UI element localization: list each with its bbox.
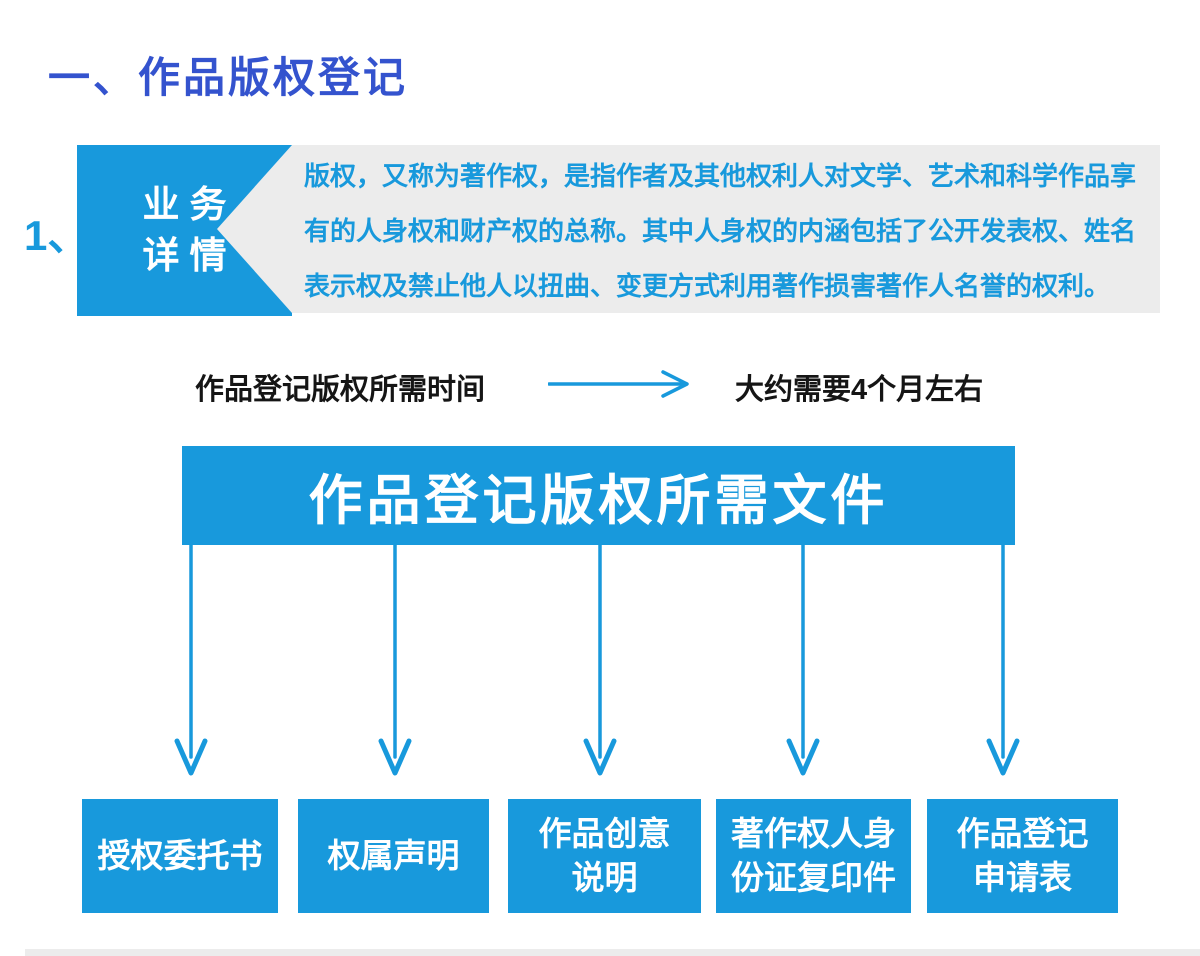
time-required-value: 大约需要4个月左右 [735,374,984,406]
business-label-line2: 详情 [142,234,237,276]
document-box-application-form: 作品登记 申请表 [927,799,1118,913]
document-box-label: 授权委托书 [97,837,263,874]
down-arrow-icon [986,545,1020,776]
business-label-line1: 业务 [142,183,237,225]
documents-header-text: 作品登记版权所需文件 [308,471,889,531]
document-box-label: 说明 [571,859,638,896]
right-arrow-icon [548,370,689,398]
description-line: 表示权及禁止他人以扭曲、变更方式利用著作损害著作人名誉的权利。 [304,271,1111,301]
down-arrow-icon [583,545,617,776]
description-line: 有的人身权和财产权的总称。其中人身权的内涵包括了公开发表权、姓名 [304,216,1137,246]
document-box-id-copy: 著作权人身 份证复印件 [716,799,911,913]
document-box-label: 作品登记 [956,815,1089,852]
down-arrow-icon [378,545,412,776]
time-required-label: 作品登记版权所需时间 [195,374,486,406]
document-box-label: 申请表 [973,859,1072,896]
document-box-label: 权属声明 [327,837,460,874]
document-box-creative-description: 作品创意 说明 [508,799,701,913]
down-arrow-icon [174,545,208,776]
documents-header-banner: 作品登记版权所需文件 [182,446,1015,545]
down-arrow-icon [786,545,820,776]
business-description-panel: 版权，又称为著作权，是指作者及其他权利人对文学、艺术和科学作品享 有的人身权和财… [217,145,1160,313]
description-line: 版权，又称为著作权，是指作者及其他权利人对文学、艺术和科学作品享 [304,161,1137,191]
document-box-authorization-letter: 授权委托书 [82,799,278,913]
document-box-label: 份证复印件 [731,859,896,896]
next-section-edge [25,949,1200,956]
page-title: 一、作品版权登记 [48,54,409,101]
document-box-label: 作品创意 [538,815,671,852]
document-box-ownership-statement: 权属声明 [298,799,489,913]
document-box-label: 著作权人身 [731,815,896,852]
